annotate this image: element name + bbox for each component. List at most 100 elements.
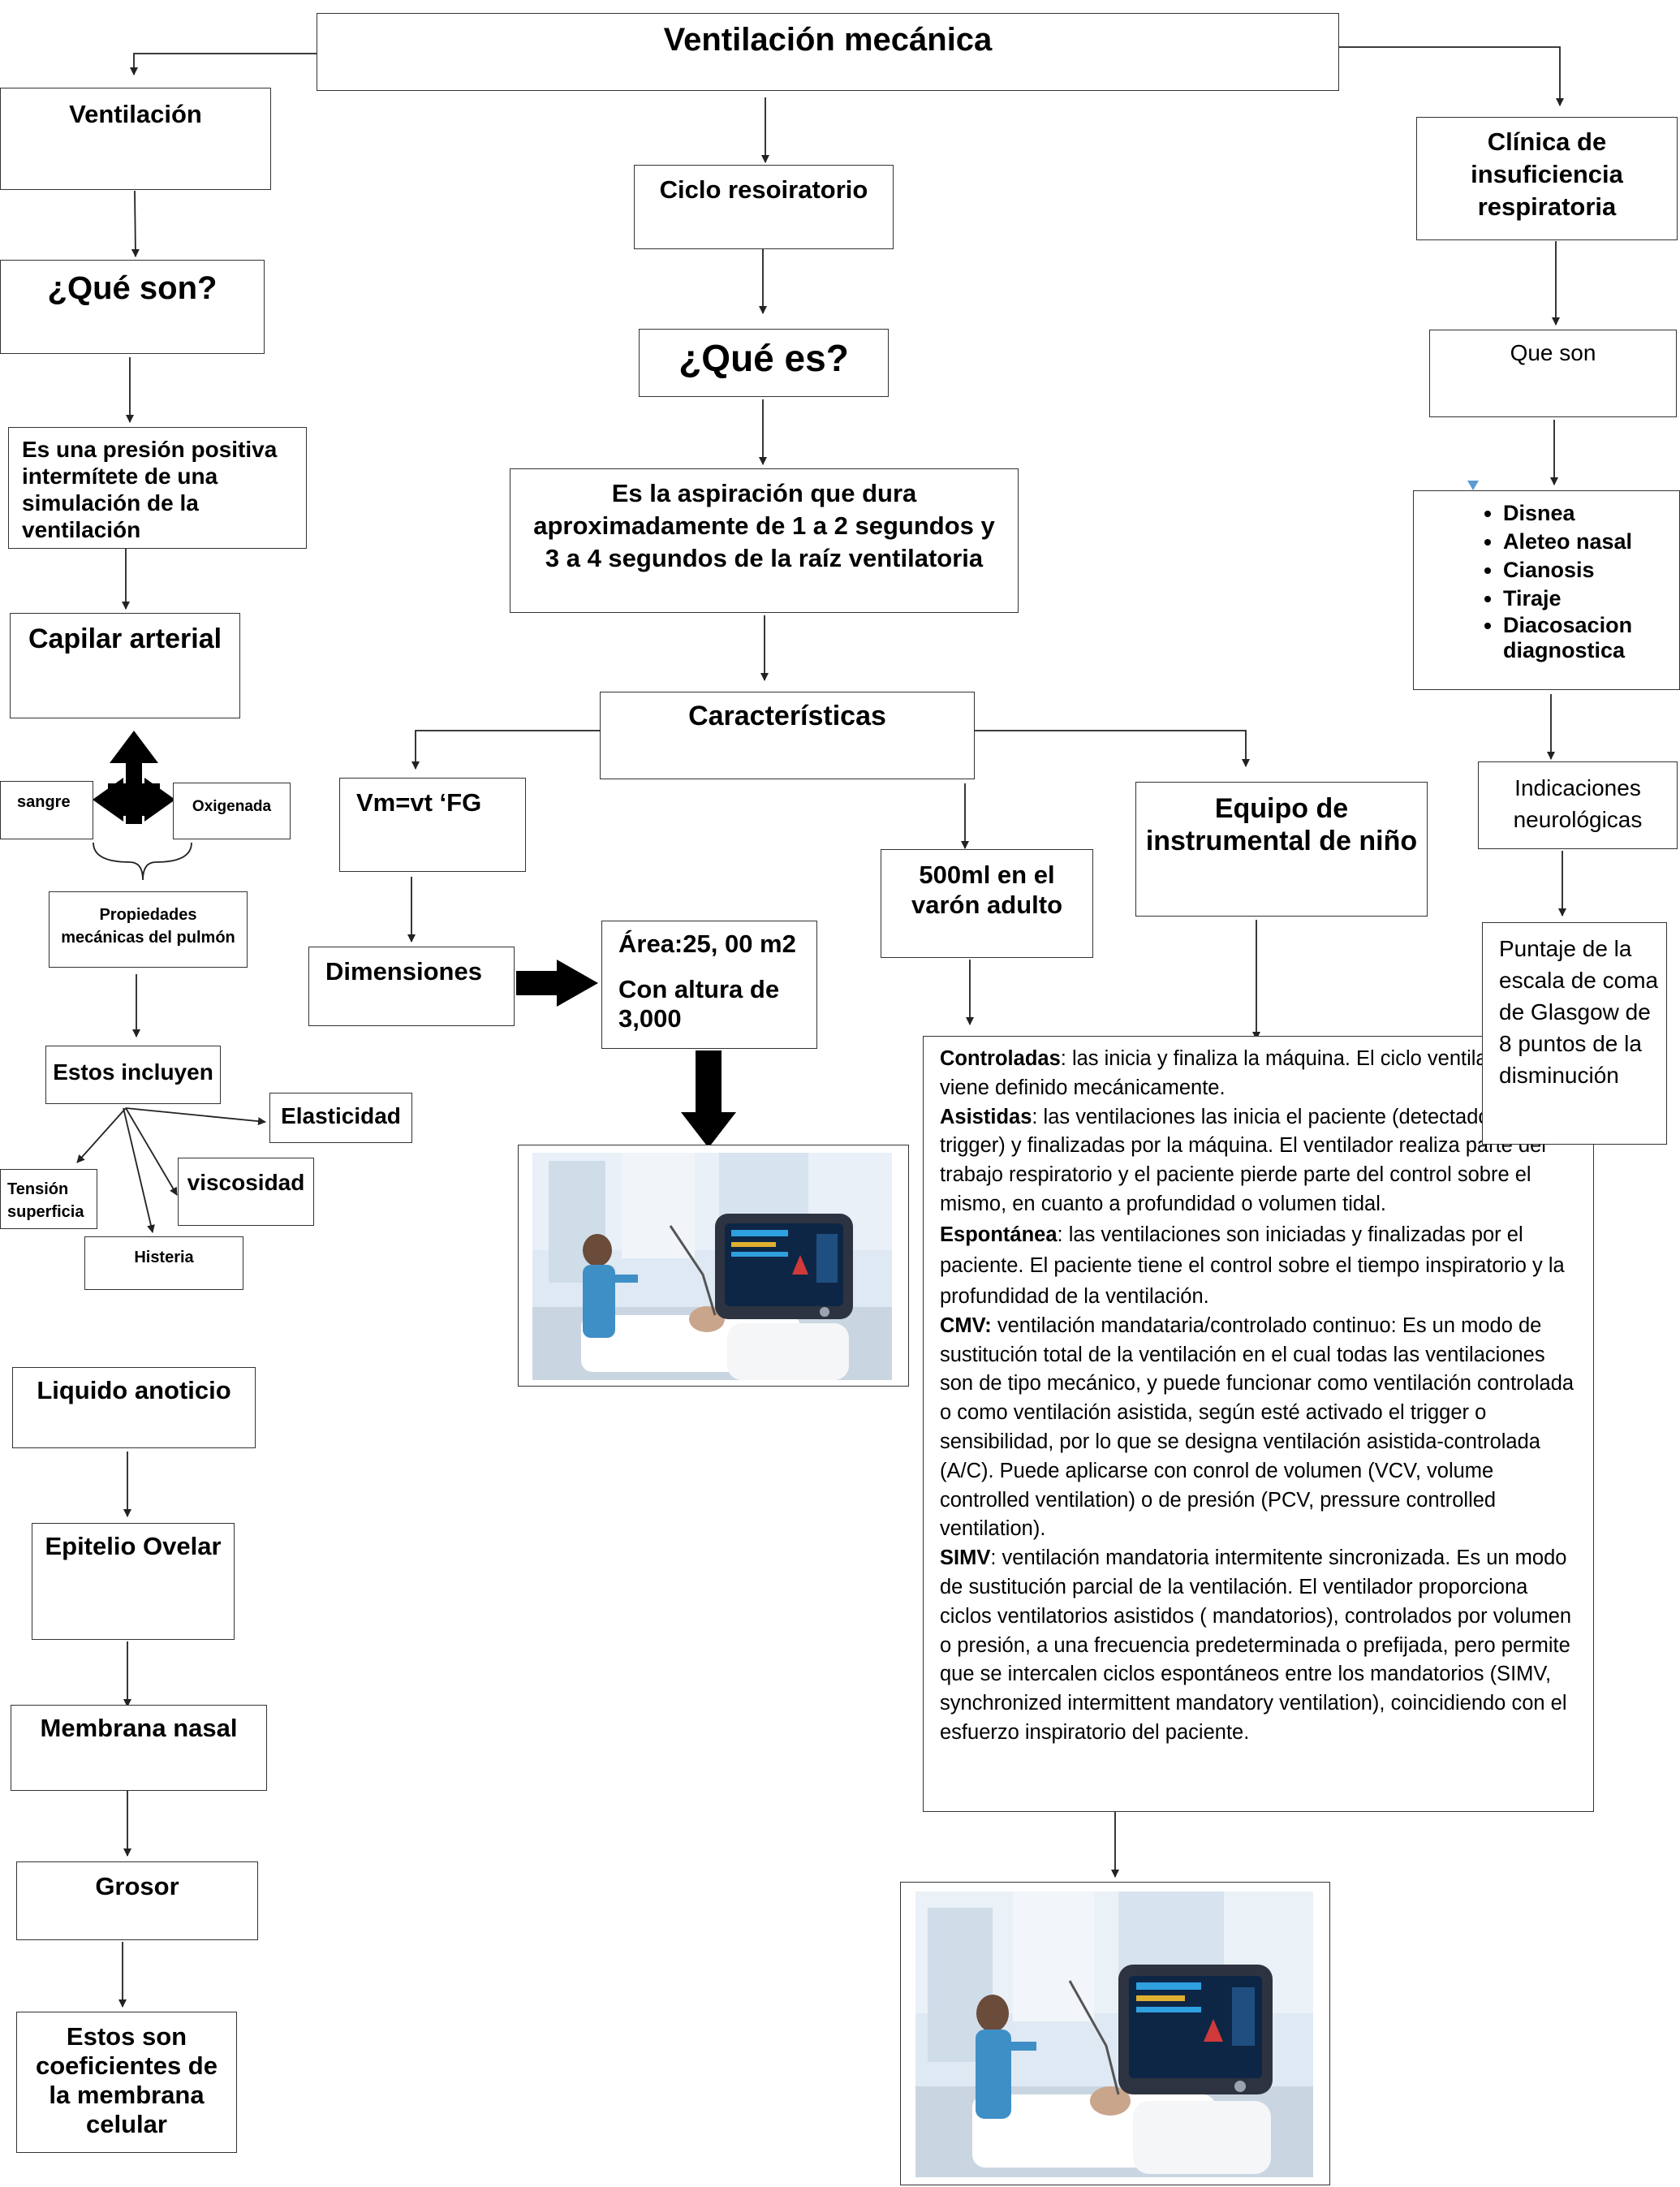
node-modes-detail (923, 1036, 1594, 1812)
node-varon: 500ml en el varón adulto (881, 849, 1093, 958)
mode-text: : las ventilaciones son iniciadas y fina… (940, 1223, 1565, 1308)
node-clinica-label: Clínica de insuficiencia respiratoria (1471, 127, 1623, 221)
node-que-son-label: ¿Qué son? (47, 270, 218, 306)
mode-term: SIMV (940, 1546, 991, 1570)
node-grosor: Grosor (16, 1861, 258, 1940)
symptom-item: Cianosis (1503, 556, 1679, 584)
mode-text: : las ventilaciones las inicia el pacien… (940, 1105, 1548, 1215)
mode-term: Controladas (940, 1047, 1061, 1070)
node-propiedades: Propiedades mecánicas del pulmón (49, 891, 248, 968)
edge-estos-viscosidad (125, 1107, 178, 1196)
node-sangre: sangre (0, 781, 93, 839)
node-aspiracion-label: Es la aspiración que dura aproximadament… (533, 479, 995, 572)
mode-term: Asistidas (940, 1105, 1032, 1128)
mode-paragraph: Controladas: las inicia y finaliza la má… (940, 1045, 1581, 1103)
node-membrana: Membrana nasal (11, 1705, 267, 1791)
edge-estos-tension (76, 1107, 127, 1163)
edge-caract-equipo (974, 730, 1250, 767)
node-que-son: ¿Qué son? (0, 260, 265, 354)
node-indicaciones-label: Indicaciones neurológicas (1513, 775, 1643, 832)
node-ventilacion-label: Ventilación (69, 100, 202, 128)
four-way-arrow-icon (93, 731, 175, 824)
ventilator-photo-bottom (915, 1892, 1313, 2177)
mode-paragraph: Espontánea: las ventilaciones son inicia… (940, 1219, 1581, 1312)
mode-text: ventilación mandataria/controlado contin… (940, 1313, 1574, 1541)
node-equipo: Equipo de instrumental de niño (1135, 782, 1428, 917)
node-altura-label: Con altura de 3,000 (618, 975, 780, 1033)
node-epitelio-label: Epitelio Ovelar (45, 1532, 222, 1560)
node-tension-label: Tensión superficia (7, 1180, 84, 1221)
node-area-label: Área:25, 00 m2 (618, 930, 796, 958)
node-viscosidad: viscosidad (178, 1158, 314, 1226)
node-coeficientes: Estos son coeficientes de la membrana ce… (16, 2012, 237, 2153)
node-membrana-label: Membrana nasal (40, 1714, 238, 1742)
node-caracteristicas: Características (600, 692, 975, 779)
symptom-item: Disnea (1503, 499, 1679, 528)
node-sintomas: Disnea Aleteo nasal Cianosis Tiraje Diac… (1413, 490, 1680, 690)
edge-estos-histeria (123, 1107, 155, 1233)
mode-text: : ventilación mandatoria intermitente si… (940, 1546, 1572, 1744)
node-liquido-label: Liquido anoticio (37, 1376, 231, 1404)
node-propiedades-label: Propiedades mecánicas del pulmón (61, 906, 235, 947)
node-caracteristicas-label: Características (688, 701, 886, 731)
node-coeficientes-label: Estos son coeficientes de la membrana ce… (36, 2022, 218, 2138)
edge-caract-vm (411, 730, 601, 770)
node-epitelio: Epitelio Ovelar (32, 1523, 235, 1640)
node-title-label: Ventilación mecánica (663, 22, 993, 58)
symptom-item: Tiraje (1503, 584, 1679, 613)
node-histeria: Histeria (84, 1236, 243, 1290)
node-area: Área:25, 00 m2 Con altura de 3,000 (601, 921, 817, 1049)
node-vm-label: Vm=vt ‘FG (356, 788, 482, 817)
brace-propiedades (93, 842, 192, 881)
node-equipo-label: Equipo de instrumental de niño (1145, 793, 1418, 856)
node-indicaciones: Indicaciones neurológicas (1478, 761, 1678, 849)
node-dimensiones: Dimensiones (308, 947, 515, 1026)
node-puntaje-label: Puntaje de la escala de coma de Glasgow … (1499, 936, 1659, 1088)
node-que-es: ¿Qué es? (639, 329, 889, 397)
node-aspiracion: Es la aspiración que dura aproximadament… (510, 468, 1019, 613)
node-sangre-label: sangre (17, 793, 71, 811)
edge-estos-elasticidad (125, 1107, 266, 1126)
node-oxigenada-label: Oxigenada (192, 798, 272, 815)
ventilator-photo-top (532, 1153, 892, 1380)
mode-paragraph: Asistidas: las ventilaciones las inicia … (940, 1103, 1581, 1219)
node-vm: Vm=vt ‘FG (339, 778, 526, 872)
node-clinica: Clínica de insuficiencia respiratoria (1416, 117, 1678, 240)
node-capilar: Capilar arterial (10, 613, 240, 718)
bold-down-arrow-icon (681, 1050, 736, 1148)
node-definicion: Es una presión positiva intermítete de u… (8, 427, 307, 549)
node-ciclo-label: Ciclo resoiratorio (659, 175, 868, 204)
node-elasticidad: Elasticidad (269, 1093, 412, 1143)
edge-title-clinica (1339, 46, 1564, 106)
node-que-es-label: ¿Qué es? (678, 337, 849, 379)
node-ventilacion: Ventilación (0, 88, 271, 190)
node-viscosidad-label: viscosidad (187, 1170, 305, 1195)
edge-ventilacion-queson (131, 190, 140, 257)
node-ciclo: Ciclo resoiratorio (634, 165, 894, 249)
mode-text: : las inicia y finaliza la máquina. El c… (940, 1047, 1528, 1099)
node-tension: Tensión superficia (0, 1169, 97, 1229)
symptom-list: Disnea Aleteo nasal Cianosis Tiraje Diac… (1414, 491, 1679, 663)
symptom-item: Diacosacion diagnostica (1503, 613, 1679, 663)
mode-paragraph: CMV: ventilación mandataria/controlado c… (940, 1312, 1581, 1544)
node-puntaje: Puntaje de la escala de coma de Glasgow … (1482, 922, 1667, 1145)
node-estos-incluyen-label: Estos incluyen (53, 1059, 213, 1085)
mode-term: CMV: (940, 1313, 992, 1337)
list-marker-icon (1467, 481, 1479, 490)
node-que-son-right: Que son (1429, 330, 1677, 417)
bold-right-arrow-icon (516, 960, 598, 1007)
symptom-item: Aleteo nasal (1503, 528, 1679, 556)
node-capilar-label: Capilar arterial (28, 623, 222, 654)
node-definicion-label: Es una presión positiva intermítete de u… (22, 437, 278, 542)
mode-term: Espontánea (940, 1223, 1058, 1246)
node-estos-incluyen: Estos incluyen (45, 1046, 221, 1104)
node-grosor-label: Grosor (95, 1872, 179, 1900)
node-dimensiones-label: Dimensiones (325, 957, 482, 986)
node-liquido: Liquido anoticio (12, 1367, 256, 1448)
node-oxigenada: Oxigenada (173, 783, 291, 839)
mode-paragraph: SIMV: ventilación mandatoria intermitent… (940, 1544, 1581, 1748)
node-elasticidad-label: Elasticidad (281, 1103, 401, 1128)
node-title: Ventilación mecánica (317, 13, 1339, 91)
node-que-son-right-label: Que son (1510, 340, 1596, 365)
